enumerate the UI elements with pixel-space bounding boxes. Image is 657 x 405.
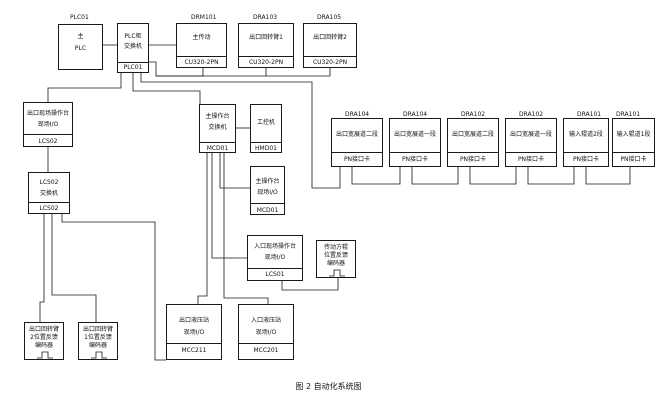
lcs02-switch-box[interactable]: LCS02 交换机 LCS02 xyxy=(28,172,70,214)
exit-hydraulic-box[interactable]: 出口液压站 现场I/O MCC211 xyxy=(166,304,222,360)
encoder-arm2-box[interactable]: 出口回转臂 2位置反馈 编码器 xyxy=(24,322,64,360)
drm101-label: 主传动 xyxy=(192,34,211,41)
drive-tag: DRA102 xyxy=(461,111,486,118)
encoder-arm1-box[interactable]: 出口回转臂 1位置反馈 编码器 xyxy=(78,322,118,360)
ipc-footer: HMD01 xyxy=(255,145,277,152)
dra105-footer: CU320-2PN xyxy=(312,59,348,66)
entry-hyd-line1: 入口液压站 xyxy=(250,317,281,324)
pulse-icon xyxy=(37,351,53,359)
dra103-label: 出口回转臂1 xyxy=(249,34,283,41)
drive-box[interactable]: 输入辊道1段 PN接口卡 xyxy=(612,118,655,167)
main-console-line1: 主操作台 xyxy=(255,178,280,185)
main-switch-box[interactable]: 主操作台 交换机 MCD01 xyxy=(199,104,236,153)
exit-hyd-line1: 出口液压站 xyxy=(178,317,209,324)
drive-label: 输入辊道2段 xyxy=(569,131,603,138)
drive-tag: DRA104 xyxy=(403,111,428,118)
drive-footer: PN接口卡 xyxy=(459,156,487,163)
encoder-arm1-l3: 编码器 xyxy=(88,342,107,349)
drive-box[interactable]: 出口宽展道一段 PN接口卡 xyxy=(389,118,441,167)
lcs02-switch-line2: 交换机 xyxy=(39,190,58,197)
drive-box[interactable]: 出口宽展道一段 PN接口卡 xyxy=(505,118,557,167)
entry-console-line2: 现场I/O xyxy=(264,254,286,261)
main-plc-line2: PLC xyxy=(74,45,87,52)
plc-tag: PLC01 xyxy=(70,14,89,21)
main-switch-footer: MCD01 xyxy=(206,145,229,152)
lcs02-switch-footer: LCS02 xyxy=(39,205,59,212)
drive-footer: PN接口卡 xyxy=(620,156,647,163)
drm101-footer: CU320-2PN xyxy=(184,59,219,66)
dra103-tag: DRA103 xyxy=(253,14,278,21)
drm101-tag: DRM101 xyxy=(191,14,217,21)
pulse-icon xyxy=(91,351,107,359)
main-plc-box[interactable]: 主 PLC xyxy=(58,24,103,70)
exit-console-line1: 出口现场操作台 xyxy=(26,110,69,117)
exit-console-footer: LCS02 xyxy=(38,138,58,145)
exit-console-box[interactable]: 出口现场操作台 现场I/O LCS02 xyxy=(23,102,73,147)
drive-footer: PN接口卡 xyxy=(572,156,600,163)
roll-encoder-l1: 传动方辊 xyxy=(323,244,348,251)
drive-tag: DRA102 xyxy=(519,111,544,118)
drive-box[interactable]: 出口宽展道二段 PN接口卡 xyxy=(447,118,499,167)
dra105-box[interactable]: 出口回转臂2 CU320-2PN xyxy=(303,23,357,68)
exit-hyd-footer: MCC211 xyxy=(181,347,207,354)
drm101-box[interactable]: 主传动 CU320-2PN xyxy=(176,23,227,68)
drive-footer: PN接口卡 xyxy=(517,156,545,163)
drive-label: 出口宽展道一段 xyxy=(509,131,552,138)
dra105-tag: DRA105 xyxy=(317,14,342,21)
dra103-footer: CU320-2PN xyxy=(248,59,284,66)
drive-tag: DRA101 xyxy=(616,111,641,118)
drive-label: 输入辊道1段 xyxy=(616,131,651,138)
pulse-icon xyxy=(329,269,345,277)
entry-console-footer: LCS01 xyxy=(265,271,285,278)
drive-label: 出口宽展道二段 xyxy=(451,131,494,138)
lcs02-switch-line1: LCS02 xyxy=(39,179,59,186)
encoder-arm1-l2: 1位置反馈 xyxy=(84,334,112,341)
encoder-arm2-l1: 出口回转臂 xyxy=(28,326,59,333)
drive-label: 出口宽展道二段 xyxy=(335,131,378,138)
drive-box[interactable]: 出口宽展道二段 PN接口卡 xyxy=(331,118,383,167)
main-console-line2: 现场I/O xyxy=(257,189,278,196)
drive-label: 出口宽展道一段 xyxy=(393,131,436,138)
figure-caption: 图 2 自动化系统图 xyxy=(295,382,362,391)
ipc-line1: 工控机 xyxy=(256,119,275,126)
ipc-box[interactable]: 工控机 HMD01 xyxy=(250,104,282,153)
roll-encoder-l3: 编码器 xyxy=(326,260,345,267)
entry-hyd-line2: 现场I/O xyxy=(255,329,277,336)
encoder-arm1-l1: 出口回转臂 xyxy=(82,326,113,333)
drive-box[interactable]: 输入辊道2段 PN接口卡 xyxy=(563,118,609,167)
entry-hyd-footer: MCC201 xyxy=(253,347,279,354)
main-switch-line1: 主操作台 xyxy=(205,113,230,120)
encoder-arm2-l2: 2位置反馈 xyxy=(30,334,58,341)
dra105-label: 出口回转臂2 xyxy=(313,34,347,41)
drive-footer: PN接口卡 xyxy=(401,156,429,163)
plc-switch-line1: PLC柜 xyxy=(124,33,142,40)
main-plc-line1: 主 xyxy=(77,33,84,40)
exit-console-line2: 现场I/O xyxy=(37,121,59,128)
encoder-arm2-l3: 编码器 xyxy=(34,342,53,349)
entry-console-line1: 入口现场操作台 xyxy=(253,243,296,250)
roll-encoder-box[interactable]: 传动方辊 位置反馈 编码器 xyxy=(316,240,356,278)
roll-encoder-l2: 位置反馈 xyxy=(323,252,348,259)
main-console-io-box[interactable]: 主操作台 现场I/O MCD01 xyxy=(250,166,285,215)
drive-tag: DRA101 xyxy=(577,111,602,118)
main-console-footer: MCD01 xyxy=(256,207,279,214)
drive-footer: PN接口卡 xyxy=(343,156,371,163)
plc-switch-line2: 交换机 xyxy=(123,43,142,50)
plc-switch-footer: PLC01 xyxy=(123,64,143,71)
main-switch-line2: 交换机 xyxy=(208,124,227,131)
entry-hydraulic-box[interactable]: 入口液压站 现场I/O MCC201 xyxy=(238,304,294,360)
drive-tag: DRA104 xyxy=(345,111,370,118)
plc-switch-box[interactable]: PLC柜 交换机 PLC01 xyxy=(117,23,149,73)
exit-hyd-line2: 现场I/O xyxy=(183,329,205,336)
dra103-box[interactable]: 出口回转臂1 CU320-2PN xyxy=(238,23,294,68)
entry-console-box[interactable]: 入口现场操作台 现场I/O LCS01 xyxy=(247,235,303,281)
